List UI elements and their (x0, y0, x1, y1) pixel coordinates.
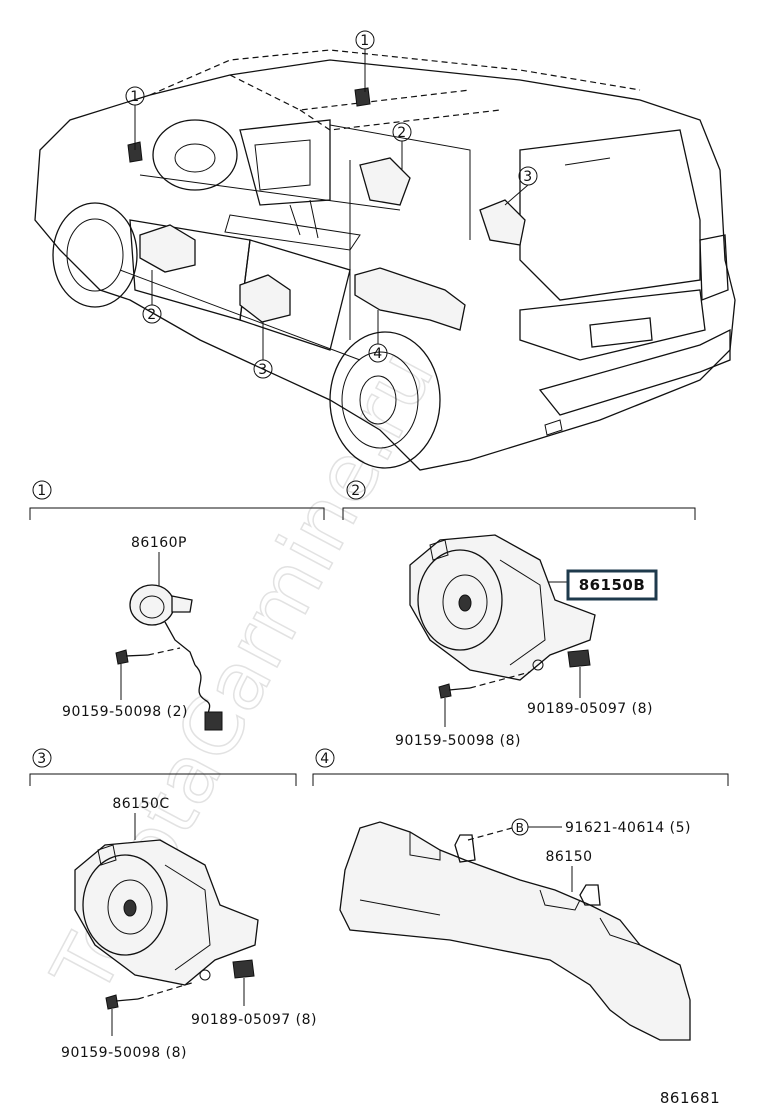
section-4: 4 B 91621-40614 (5) 86150 (312, 748, 729, 1041)
overview-callouts: 1 1 2 3 2 3 4 (125, 30, 538, 379)
tweeter-part (129, 584, 223, 731)
svg-text:B: B (516, 821, 525, 835)
duct-part (339, 821, 691, 1041)
callout-label: 2 (147, 307, 156, 323)
callout-label: 1 (130, 89, 139, 105)
section-number: 4 (320, 751, 329, 767)
part-number: 90189-05097 (8) (527, 701, 653, 717)
callout-label: 2 (397, 125, 406, 141)
part-number: 86150B (579, 576, 646, 594)
speaker-part (74, 839, 259, 986)
part-number: 86150C (112, 796, 169, 812)
clip-icon (232, 959, 255, 979)
bolt-icon (105, 994, 139, 1010)
b-marker: B (511, 818, 529, 836)
part-number: 90159-50098 (2) (62, 704, 188, 720)
speaker-part (409, 534, 596, 681)
clip-icon (567, 649, 591, 668)
callout-label: 1 (360, 33, 369, 49)
section-1: 1 86160P 90159-50098 (2) (29, 480, 325, 731)
section-2: 2 86150B 90189-05097 (8) 90159-50098 (8) (342, 480, 696, 749)
section-number: 1 (37, 483, 46, 499)
part-number: 90159-50098 (8) (395, 733, 521, 749)
part-number: 90189-05097 (8) (191, 1012, 317, 1028)
bolt-icon (115, 649, 149, 665)
callout-label: 3 (258, 362, 267, 378)
part-number: 91621-40614 (5) (565, 820, 691, 836)
diagram-code: 861681 (660, 1089, 720, 1107)
callout-label: 3 (523, 169, 532, 185)
part-number: 90159-50098 (8) (61, 1045, 187, 1061)
callout-label: 4 (373, 346, 382, 362)
vehicle-overview (34, 49, 736, 471)
highlighted-part-frame (566, 569, 658, 601)
section-number: 3 (37, 751, 46, 767)
section-number: 2 (351, 483, 360, 499)
part-number: 86150 (545, 849, 592, 865)
section-3: 3 86150C 90189-05097 (8) 90159-50098 (8) (29, 748, 317, 1061)
part-number: 86160P (131, 535, 187, 551)
bolt-icon (438, 683, 471, 699)
